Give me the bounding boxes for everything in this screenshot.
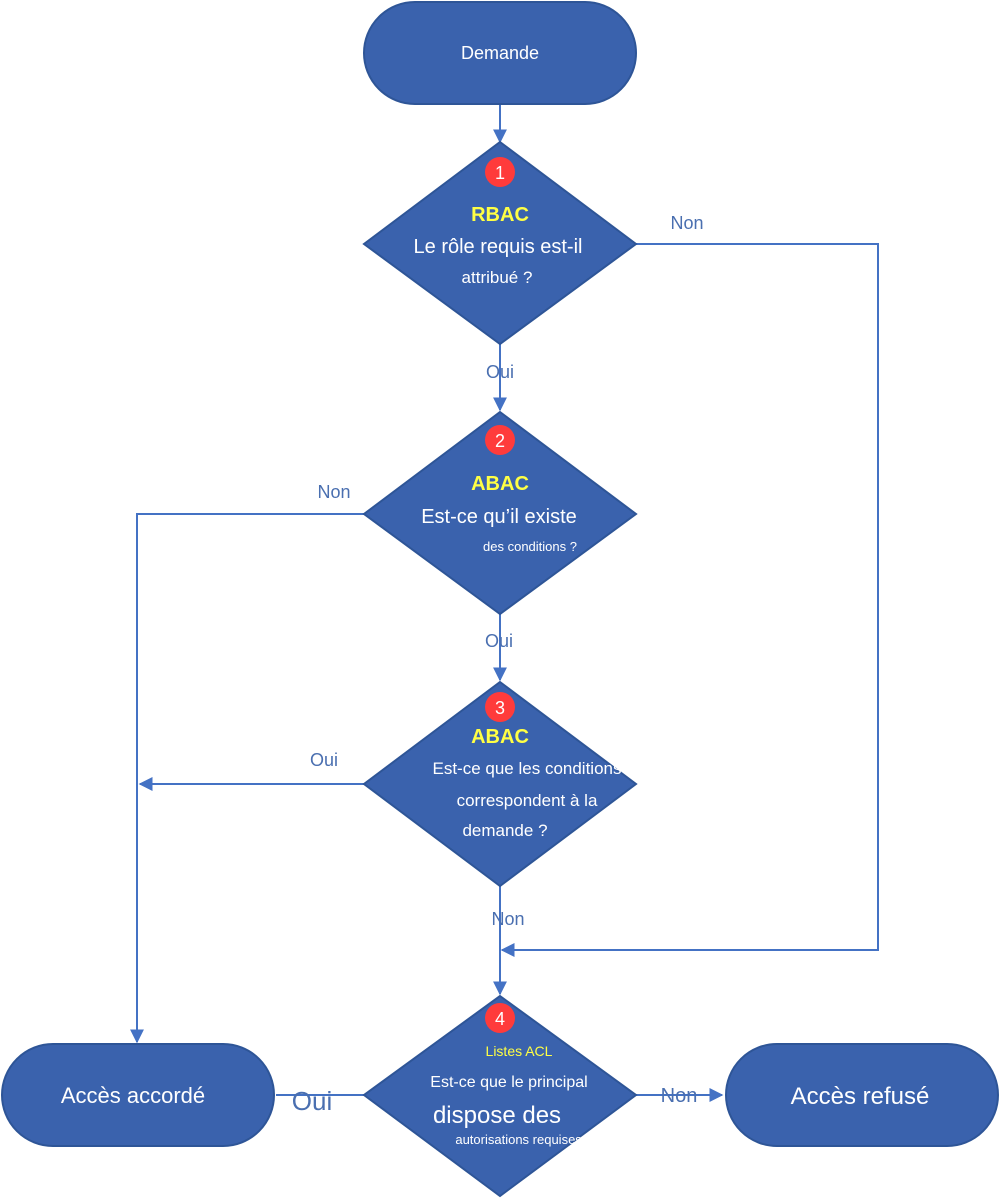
decision-4-question-line-2: dispose des xyxy=(433,1102,561,1129)
decision-1-tag: RBAC xyxy=(471,204,529,226)
edge-label-d2-yes: Oui xyxy=(485,631,513,651)
edge-d1-no xyxy=(500,243,879,957)
decision-3-question-line-1: Est-ce que les conditions xyxy=(433,759,622,778)
decision-1-question-line-2: attribué ? xyxy=(462,268,533,287)
start-label: Demande xyxy=(461,43,539,63)
edge-d2-no xyxy=(130,513,364,1044)
edge-label-d1-yes: Oui xyxy=(486,362,514,382)
end-denied-terminal: Accès refusé xyxy=(725,1043,999,1147)
decision-4-question-line-1: Est-ce que le principal xyxy=(430,1074,587,1091)
edge-label-d3-no: Non xyxy=(491,909,524,929)
decision-2-question-line-2: des conditions ? xyxy=(483,539,577,554)
edge-label-d1-no: Non xyxy=(670,213,703,233)
start-shape xyxy=(363,1,637,105)
end-denied-shape xyxy=(725,1043,999,1147)
edge-label-d2-no: Non xyxy=(317,482,350,502)
end-granted-terminal: Accès accordé xyxy=(1,1043,275,1147)
decision-2-badge xyxy=(485,425,515,455)
decision-4: 4 Listes ACL Est-ce que le principal dis… xyxy=(362,994,638,1198)
decision-3-tag: ABAC xyxy=(471,726,529,748)
decision-2-shape xyxy=(362,410,638,616)
decision-4-badge xyxy=(485,1003,515,1033)
decision-3: 3 ABAC Est-ce que les conditions corresp… xyxy=(362,680,638,888)
edge-label-d3-yes: Oui xyxy=(310,750,338,770)
start-terminal: Demande xyxy=(363,1,637,105)
decision-3-badge-number: 3 xyxy=(495,698,505,718)
decision-1-badge-number: 1 xyxy=(495,163,505,183)
edge-label-d4-yes: Oui xyxy=(292,1086,332,1116)
end-denied-label: Accès refusé xyxy=(791,1083,930,1110)
decision-1-shape xyxy=(362,140,638,346)
decision-3-question-line-2: correspondent à la xyxy=(457,791,598,810)
decision-3-question-line-3: demande ? xyxy=(462,821,547,840)
end-granted-shape xyxy=(1,1043,275,1147)
decision-4-badge-number: 4 xyxy=(495,1009,505,1029)
decision-1-question-line-1: Le rôle requis est-il xyxy=(414,236,583,258)
decision-1: 1 RBAC Le rôle requis est-il attribué ? xyxy=(362,140,638,346)
connectors xyxy=(130,104,879,1102)
end-granted-label: Accès accordé xyxy=(61,1083,205,1108)
decision-4-tag: Listes ACL xyxy=(486,1043,553,1059)
decision-2-badge-number: 2 xyxy=(495,431,505,451)
decision-2-question-line-1: Est-ce qu’il existe xyxy=(421,506,577,528)
decision-3-badge xyxy=(485,692,515,722)
edge-label-d4-no: Non xyxy=(661,1085,698,1107)
decision-3-shape xyxy=(362,680,638,888)
decision-1-badge xyxy=(485,157,515,187)
edge-labels: Non Oui Non Oui Oui Non Oui Non xyxy=(292,213,704,1116)
decision-2: 2 ABAC Est-ce qu’il existe des condition… xyxy=(362,410,638,616)
decision-4-shape xyxy=(362,994,638,1198)
decision-4-question-line-3: autorisations requises ? xyxy=(455,1132,592,1147)
decision-2-tag: ABAC xyxy=(471,473,529,495)
